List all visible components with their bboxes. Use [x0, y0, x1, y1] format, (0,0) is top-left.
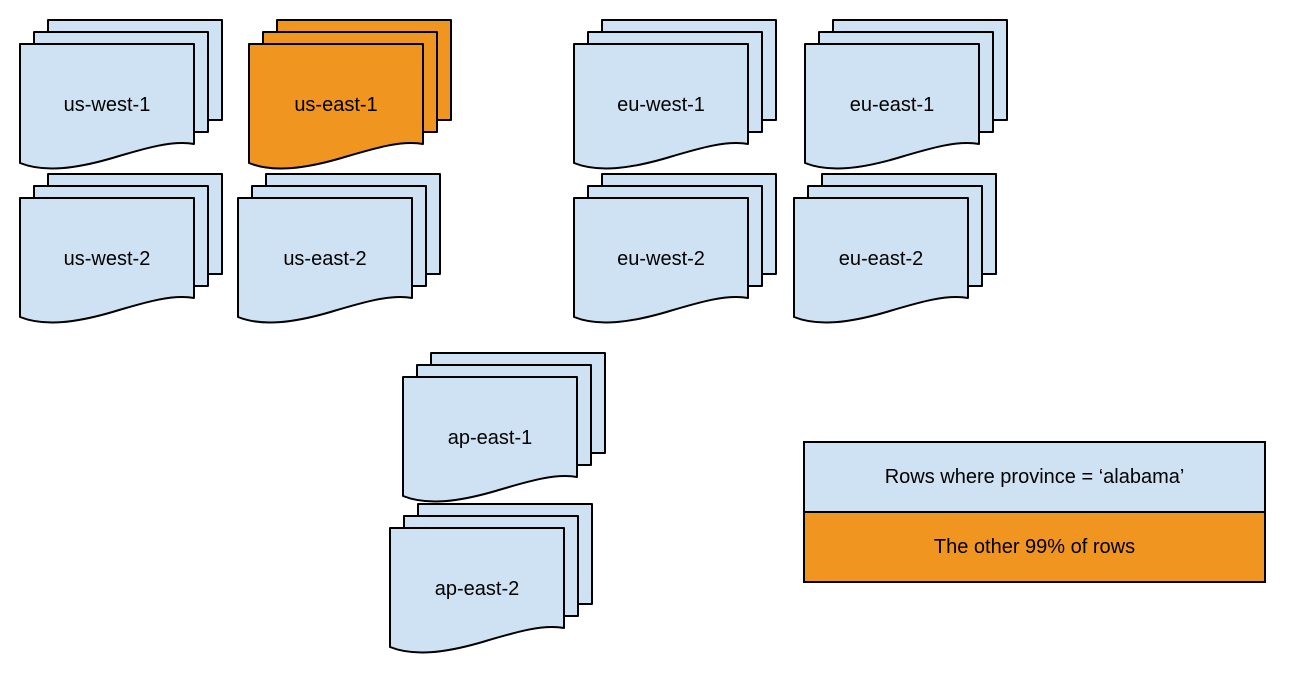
region-label-eu-east-2: eu-east-2 — [838, 248, 924, 270]
region-stack-ap-east-1: ap-east-1 — [402, 352, 608, 508]
document-stack-icon — [804, 19, 1008, 170]
document-stack-icon — [402, 352, 606, 503]
legend-label-other-rows: The other 99% of rows — [933, 535, 1136, 558]
document-stack-icon — [389, 503, 593, 654]
document-stack-icon — [573, 173, 777, 324]
region-label-eu-west-2: eu-west-2 — [617, 248, 705, 270]
legend-label-alabama: Rows where province = ‘alabama’ — [884, 465, 1185, 488]
region-label-eu-east-1: eu-east-1 — [849, 94, 935, 116]
document-stack-icon — [793, 173, 997, 324]
legend-row-alabama: Rows where province = ‘alabama’ — [805, 443, 1264, 511]
region-stack-eu-west-1: eu-west-1 — [573, 19, 779, 175]
region-label-ap-east-1: ap-east-1 — [447, 427, 533, 449]
region-stack-ap-east-2: ap-east-2 — [389, 503, 595, 659]
region-stack-us-east-1: us-east-1 — [248, 19, 454, 175]
region-stack-us-west-2: us-west-2 — [19, 173, 225, 329]
document-stack-icon — [248, 19, 452, 170]
document-page-front-icon — [804, 43, 980, 170]
region-stack-us-west-1: us-west-1 — [19, 19, 225, 175]
region-stack-eu-east-1: eu-east-1 — [804, 19, 1010, 175]
region-label-us-west-2: us-west-2 — [63, 248, 151, 270]
document-stack-icon — [237, 173, 441, 324]
document-stack-icon — [19, 173, 223, 324]
document-stack-icon — [19, 19, 223, 170]
document-page-front-icon — [573, 197, 749, 324]
region-label-us-west-1: us-west-1 — [63, 94, 151, 116]
region-stack-us-east-2: us-east-2 — [237, 173, 443, 329]
document-page-front-icon — [402, 376, 578, 503]
document-page-front-icon — [793, 197, 969, 324]
document-page-front-icon — [248, 43, 424, 170]
document-stack-icon — [573, 19, 777, 170]
region-stack-eu-west-2: eu-west-2 — [573, 173, 779, 329]
region-label-us-east-2: us-east-2 — [283, 248, 367, 270]
region-label-us-east-1: us-east-1 — [294, 94, 378, 116]
legend-row-other-rows: The other 99% of rows — [805, 511, 1264, 581]
document-page-front-icon — [19, 197, 195, 324]
region-label-ap-east-2: ap-east-2 — [434, 578, 520, 600]
document-page-front-icon — [19, 43, 195, 170]
document-page-front-icon — [573, 43, 749, 170]
document-page-front-icon — [389, 527, 565, 654]
region-stack-eu-east-2: eu-east-2 — [793, 173, 999, 329]
region-label-eu-west-1: eu-west-1 — [617, 94, 705, 116]
document-page-front-icon — [237, 197, 413, 324]
legend: Rows where province = ‘alabama’ The othe… — [803, 441, 1266, 583]
